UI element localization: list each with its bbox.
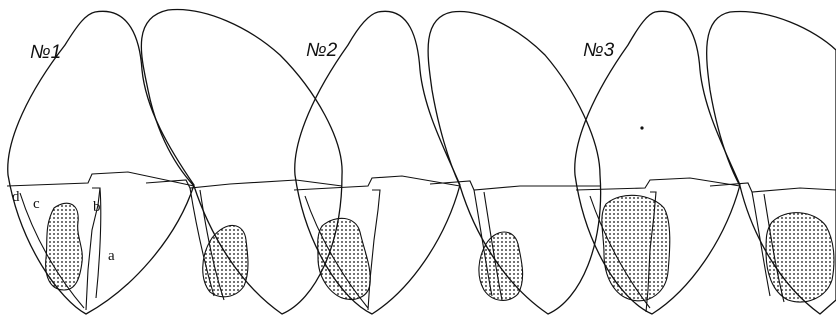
speck-mark <box>640 126 643 129</box>
panel-3-label: №3 <box>583 40 615 61</box>
region-label-b: b <box>93 199 101 215</box>
panel-3-right-lobe <box>707 12 836 314</box>
panel-3: №3 <box>575 11 836 314</box>
panel-2: №2 <box>294 11 601 314</box>
panel-2-label: №2 <box>306 40 338 61</box>
panel-1-label: №1 <box>30 42 61 63</box>
region-label-c: c <box>33 196 40 212</box>
region-label-d: d <box>12 189 20 205</box>
panel-1: №1 a b c d <box>7 10 342 314</box>
region-label-a: a <box>108 248 115 264</box>
